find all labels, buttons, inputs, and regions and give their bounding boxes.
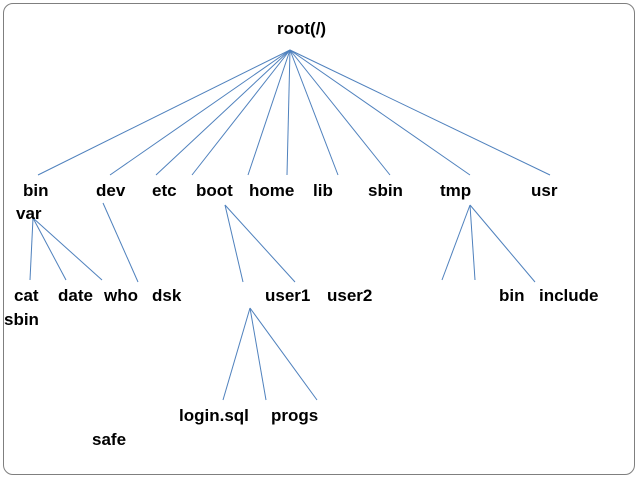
edge-root-dev	[109, 49, 291, 176]
node-lib: lib	[313, 181, 333, 200]
edge-root-etc	[155, 49, 291, 176]
node-sbin-2: sbin	[4, 310, 39, 329]
edge-root-boot	[191, 49, 291, 176]
edge-root-lib-b	[289, 49, 339, 176]
edge-user1-progs	[249, 307, 267, 401]
edge-root-bin	[37, 49, 291, 176]
edge-user1-3	[249, 307, 318, 401]
edge-bin-date	[32, 217, 67, 281]
edge-tmp-2	[469, 204, 476, 281]
node-home: home	[249, 181, 295, 200]
edge-boot-1	[224, 204, 244, 283]
node-usr: usr	[531, 181, 558, 200]
node-boot: boot	[196, 181, 233, 200]
node-user2: user2	[327, 286, 373, 305]
edge-root-sbin	[289, 49, 391, 176]
edge-bin-cat	[29, 217, 34, 281]
edge-root-lib-a	[286, 49, 291, 176]
edge-tmp-1	[441, 204, 471, 281]
edge-bin-who	[32, 217, 103, 281]
node-var: var	[16, 204, 42, 223]
node-who: who	[104, 286, 138, 305]
edge-root-home	[247, 49, 291, 176]
edge-boot-user1	[224, 204, 296, 283]
edge-root-tmp	[289, 49, 471, 176]
node-etc: etc	[152, 181, 177, 200]
node-tmp: tmp	[440, 181, 472, 200]
node-login-sql: login.sql	[179, 406, 249, 425]
node-user1: user1	[265, 286, 311, 305]
node-date: date	[58, 286, 93, 305]
node-dev: dev	[96, 181, 126, 200]
node-progs: progs	[271, 406, 319, 425]
node-bin: bin	[23, 181, 49, 200]
node-include: include	[539, 286, 599, 305]
edge-root-usr	[289, 49, 551, 176]
node-cat: cat	[14, 286, 39, 305]
node-root: root(/)	[277, 19, 327, 38]
edge-tmp-bin	[469, 204, 536, 283]
edge-dev-dsk	[102, 202, 139, 283]
slide-frame	[3, 3, 635, 475]
node-safe: safe	[92, 430, 127, 449]
node-sbin: sbin	[368, 181, 403, 200]
edge-user1-login	[222, 307, 251, 401]
node-tmp-bin: bin	[499, 286, 525, 305]
node-dsk: dsk	[152, 286, 182, 305]
